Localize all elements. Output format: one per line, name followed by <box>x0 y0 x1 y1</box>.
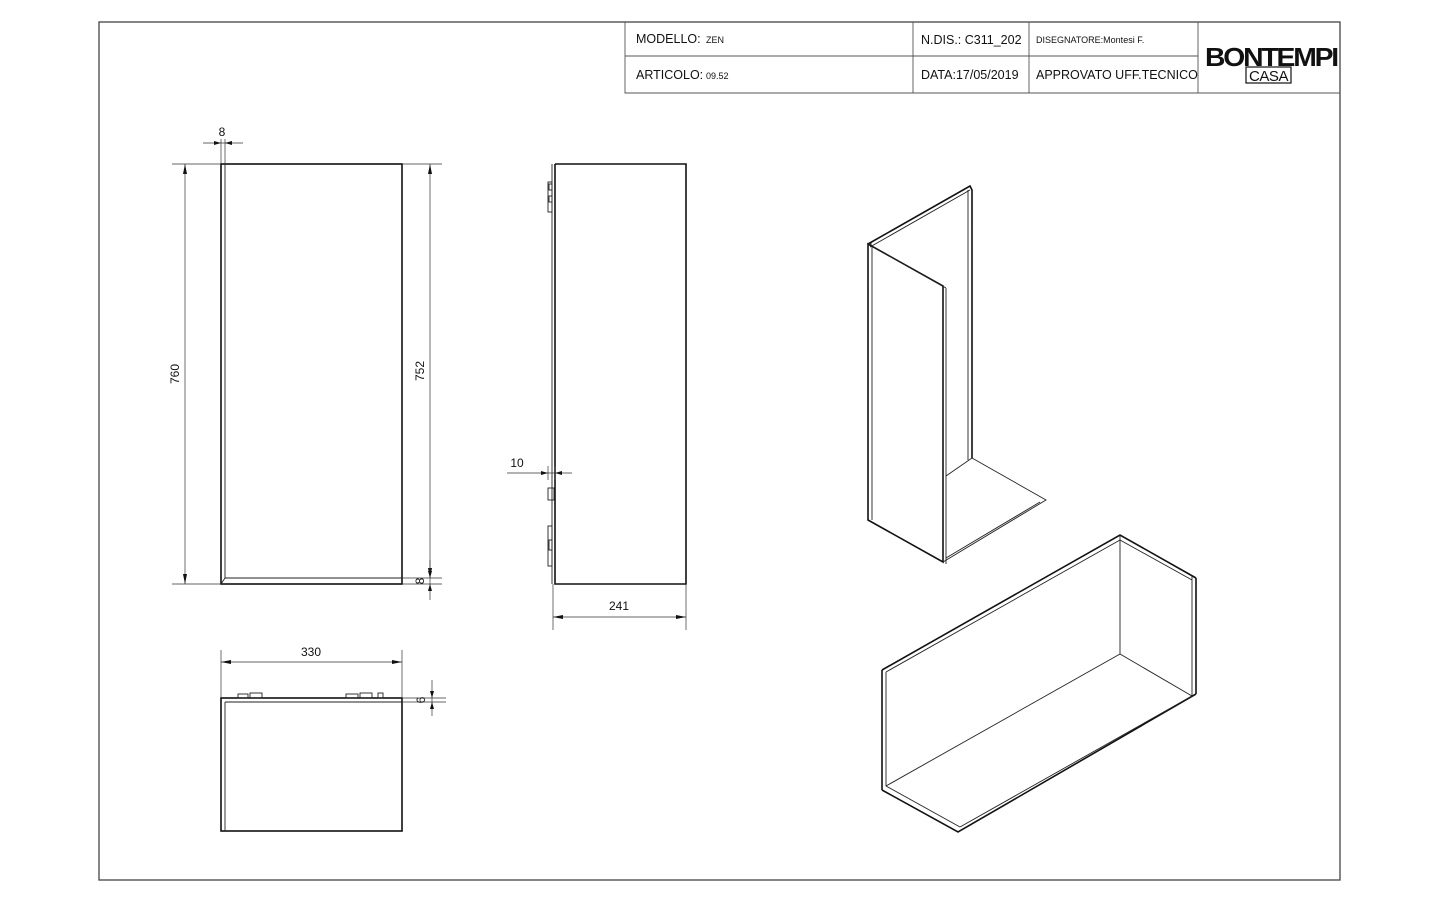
articolo-value: 09.52 <box>706 71 729 81</box>
dim-front-thickness: 8 <box>203 125 243 164</box>
drawing-number: N.DIS.: C311_202 <box>921 33 1022 47</box>
modello-label: MODELLO: <box>636 32 701 46</box>
dim-width: 330 <box>220 645 403 698</box>
side-bracket <box>547 487 555 501</box>
isometric-view-vertical <box>867 184 1047 564</box>
modello-value: ZEN <box>706 35 724 45</box>
isometric-view-horizontal <box>881 534 1197 833</box>
articolo-label: ARTICOLO: <box>636 68 703 82</box>
dim-label-330: 330 <box>301 645 321 659</box>
dim-depth: 241 <box>552 584 687 630</box>
top-hinge-right <box>345 693 359 699</box>
drawing-date: DATA:17/05/2019 <box>921 68 1019 82</box>
logo-sub: CASA <box>1249 68 1288 85</box>
drawing-frame <box>98 21 1341 881</box>
dim-label-8-top: 8 <box>219 125 226 139</box>
dim-top-thickness: 6 <box>402 680 446 716</box>
dim-label-6: 6 <box>414 696 428 703</box>
front-outline <box>220 163 403 585</box>
dim-label-241: 241 <box>609 599 629 613</box>
dim-bottom-thickness: 8 <box>413 560 432 600</box>
dim-front-height: 760 <box>168 163 221 585</box>
title-block-border <box>624 22 1340 94</box>
dim-inner-height: 752 <box>402 163 442 585</box>
dim-label-760: 760 <box>168 364 182 384</box>
dim-label-752: 752 <box>413 361 427 381</box>
dim-side-offset: 10 <box>507 456 572 480</box>
title-block: MODELLO: ZEN ARTICOLO: 09.52 N.DIS.: C31… <box>624 22 1340 94</box>
side-outline <box>554 163 687 585</box>
approval: APPROVATO UFF.TECNICO <box>1036 68 1198 82</box>
dim-label-10: 10 <box>510 456 524 470</box>
dim-label-8-bottom: 8 <box>413 577 427 584</box>
top-view <box>220 692 403 832</box>
front-view <box>220 163 403 585</box>
top-hinge-left <box>237 693 249 699</box>
designer: DISEGNATORE:Montesi F. <box>1036 35 1144 45</box>
top-outline <box>220 697 403 832</box>
side-view <box>547 163 687 585</box>
bontempi-casa-logo: BONTEMPI CASA <box>1205 42 1340 85</box>
